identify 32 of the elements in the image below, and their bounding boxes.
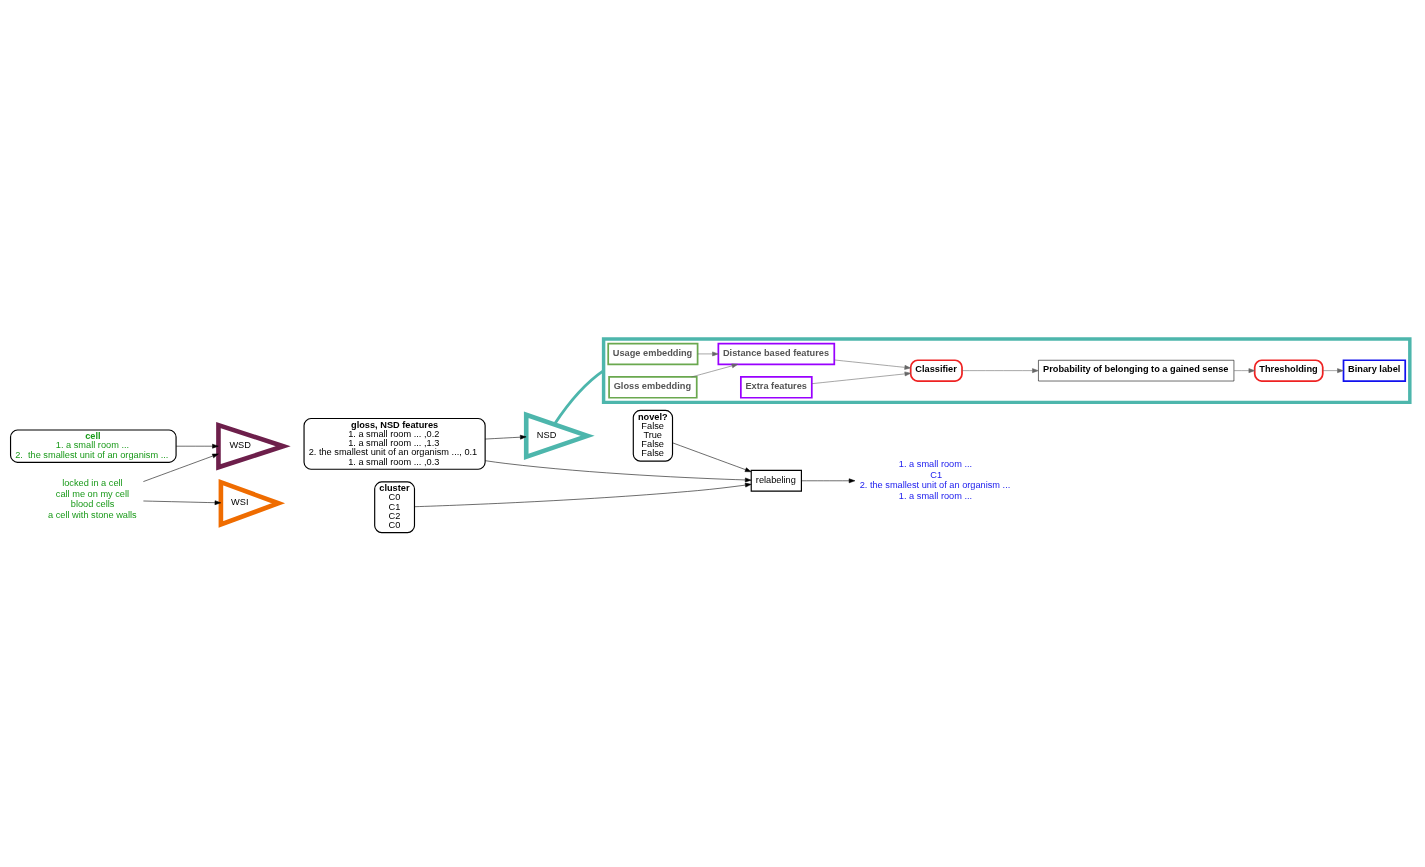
arrow <box>811 371 911 384</box>
arrow <box>143 500 222 505</box>
node-box: Usage embedding <box>607 342 699 366</box>
node-text: locked in a cell call me on my cell blood cells a cell with stone walls <box>48 478 137 520</box>
arrow <box>672 442 752 472</box>
node-text: 1. a small room ... C1 2. the smallest unit of an organism ... 1. a small room ... <box>859 459 1011 501</box>
node-box: cell 1. a small room ... 2. the smallest unit of an organism ... <box>10 429 177 463</box>
node-box: Extra features <box>740 376 813 399</box>
arrow <box>961 368 1039 373</box>
cluster <box>601 337 1412 405</box>
arrow <box>175 443 219 449</box>
node-box: Gloss embedding <box>608 376 698 399</box>
arrow <box>484 434 527 440</box>
arrow <box>414 482 752 507</box>
arrow <box>697 351 719 357</box>
arrow <box>484 460 752 483</box>
arrow <box>1322 368 1344 373</box>
node-box: Distance based features <box>717 342 836 366</box>
node-box: Probability of belonging to a gained sense <box>1038 359 1235 382</box>
arrow <box>834 359 911 370</box>
node-box: Classifier <box>909 359 963 382</box>
node-box: Binary label <box>1342 359 1407 382</box>
node-box: Thresholding <box>1253 359 1324 382</box>
arrow <box>1233 368 1255 373</box>
node-box: cluster C0 C1 C2 C0 <box>374 481 416 534</box>
node-box: novel? False True False False <box>632 409 674 462</box>
connector <box>553 369 605 426</box>
arrow <box>801 478 856 484</box>
node-box: relabeling <box>750 469 802 492</box>
arrow <box>691 363 739 378</box>
node-box: gloss, NSD features 1. a small room ... ,0.2 1. a small room ... ,1.3 2. the smallest unit of an organism ..., 0.1 1. a small room ... ,0.3 <box>303 417 486 470</box>
arrow <box>143 453 219 482</box>
